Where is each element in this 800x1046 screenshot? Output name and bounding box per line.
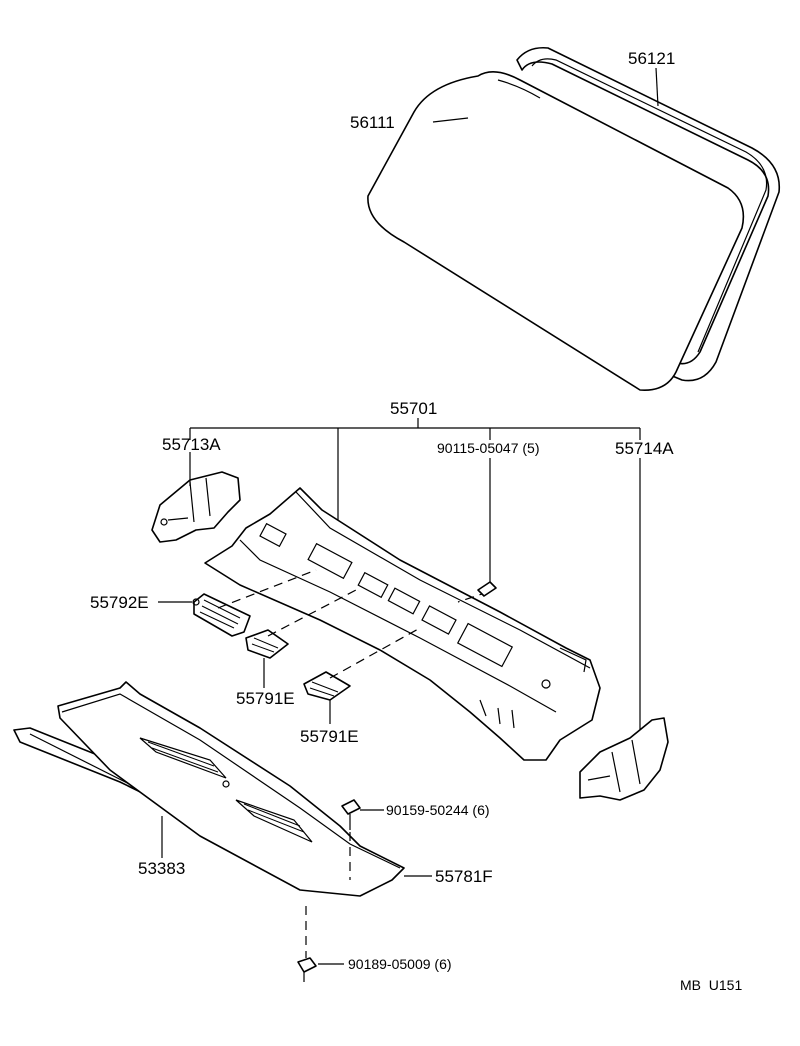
label-90115: 90115-05047 (5) — [437, 440, 539, 456]
label-53383: 53383 — [138, 859, 185, 878]
label-90159: 90159-50244 (6) — [386, 802, 490, 818]
diagram-code: MB U151 — [680, 977, 742, 993]
label-55781f: 55781F — [435, 867, 493, 886]
label-55714a: 55714A — [615, 439, 674, 458]
cowl-grille-55792e — [192, 593, 251, 637]
label-55791e-1: 55791E — [236, 689, 295, 708]
assembly-line-1 — [217, 569, 317, 609]
label-56111: 56111 — [350, 113, 395, 132]
assembly-line-3 — [329, 627, 421, 679]
leader-56111 — [432, 117, 469, 123]
label-90189: 90189-05009 (6) — [348, 956, 452, 972]
label-55792e: 55792E — [90, 593, 149, 612]
screw-90159 — [341, 799, 361, 830]
louver-55791e-2 — [303, 671, 351, 701]
leader-56121 — [655, 67, 659, 107]
assembly-line-2 — [267, 589, 357, 637]
cowl-side-rh — [579, 717, 669, 801]
label-56121: 56121 — [628, 49, 675, 68]
label-55713a: 55713A — [162, 435, 221, 454]
cowl-ventilator — [57, 681, 405, 897]
louver-55791e-1 — [245, 629, 289, 659]
group-bracket-55701 — [189, 418, 641, 530]
cowl-panel — [204, 487, 601, 761]
windshield-glass — [367, 71, 745, 391]
clip-90189 — [297, 957, 317, 982]
cowl-side-lh — [151, 471, 241, 543]
label-55791e-2: 55791E — [300, 727, 359, 746]
label-55701: 55701 — [390, 399, 437, 418]
bolt-90115 — [477, 581, 497, 597]
